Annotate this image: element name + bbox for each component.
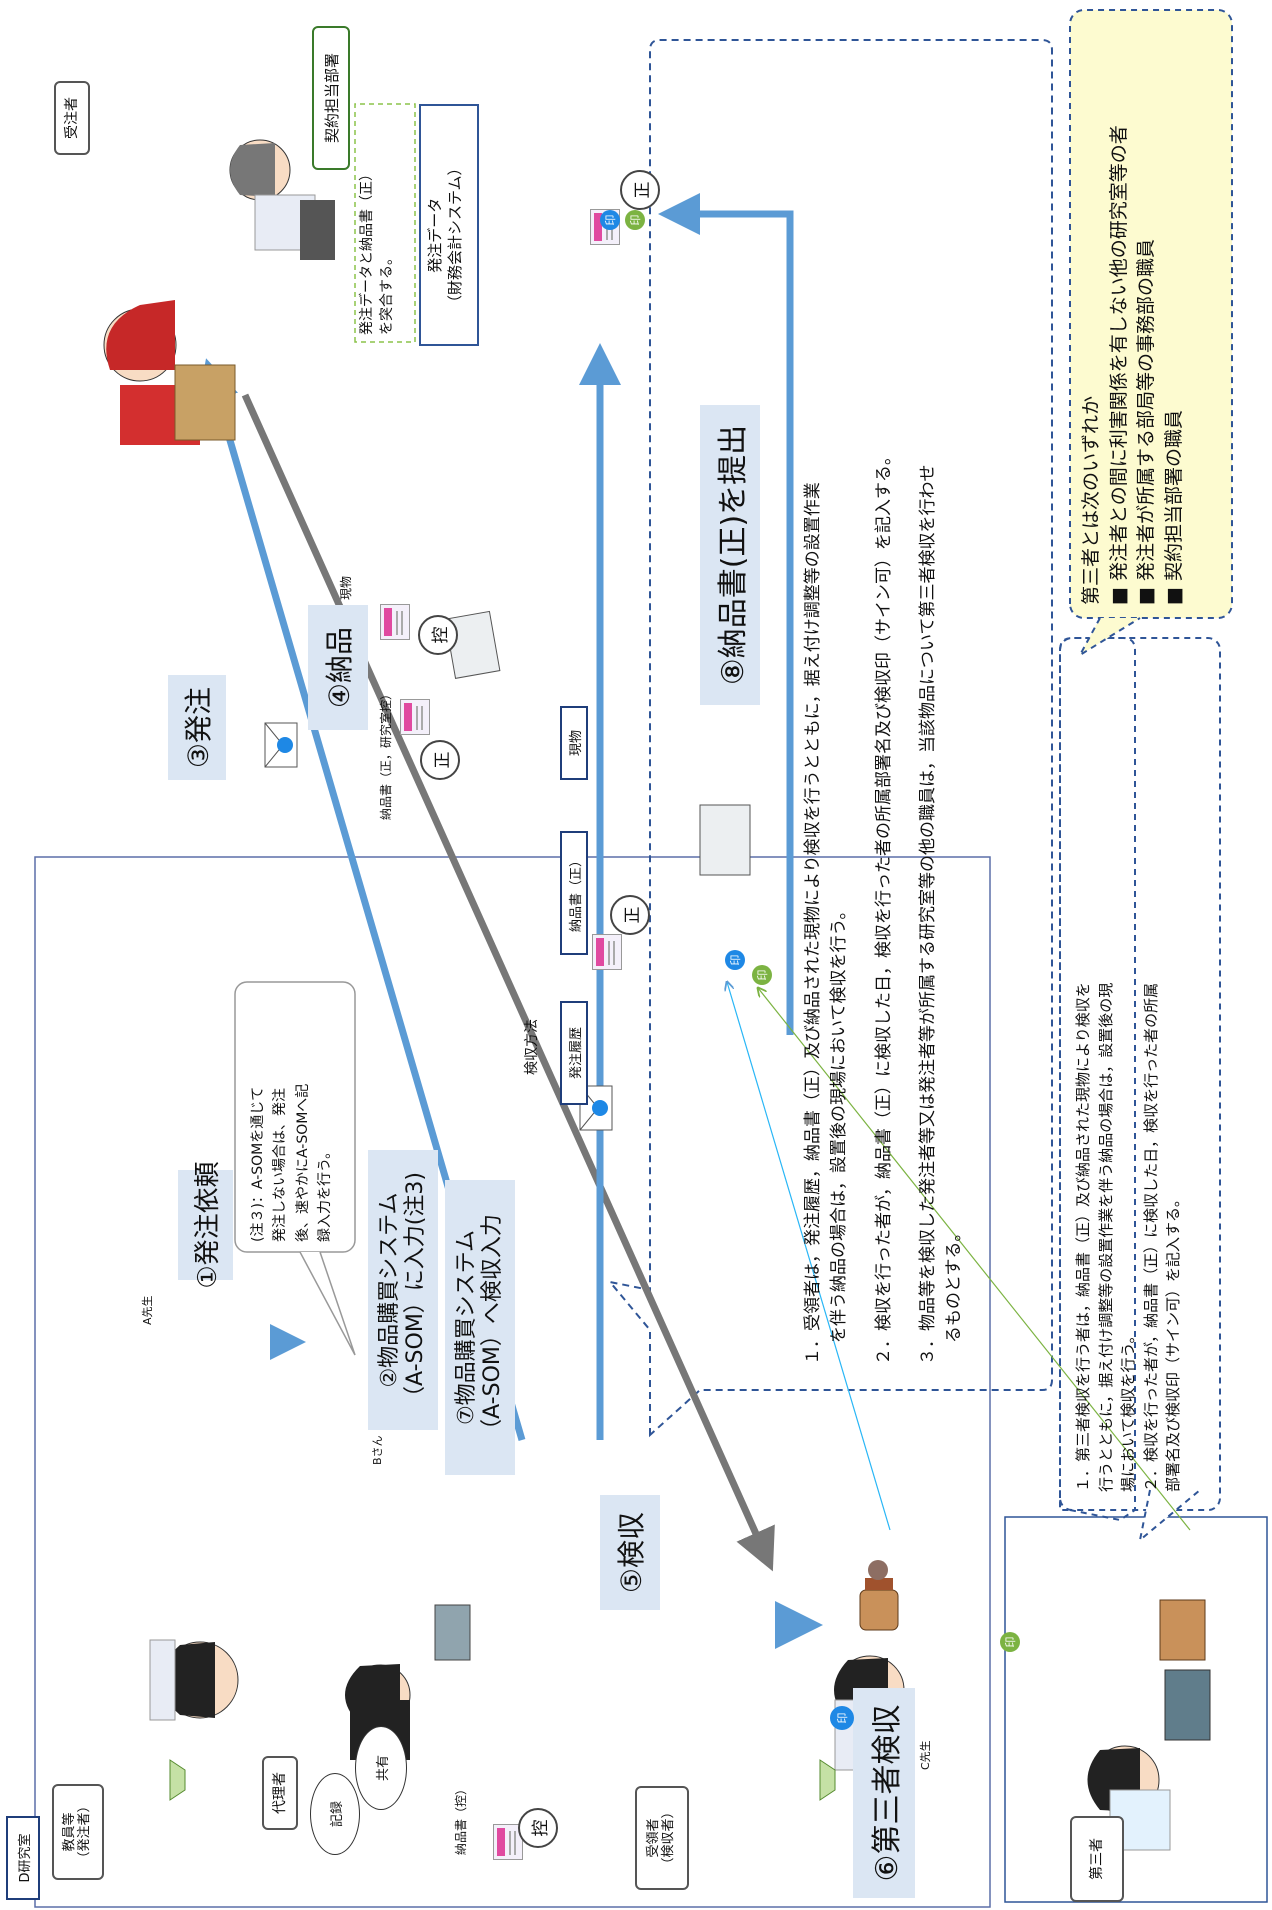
third-method-list: １．第三者検収を行う者は，納品書（正）及び納品された現物により検収を 行うととも… [1074,982,1182,1492]
seal-dot-green: 印 [752,965,772,985]
teacher-a-illustration [149,1639,239,1801]
reconcile-box [354,103,416,343]
third-method-frame [1059,637,1221,1511]
share-bubble: 共有 [355,1726,407,1810]
copy-note-label: 納品書（控） [454,1782,468,1855]
proxy-role-chip: 代理者 [262,1756,298,1830]
third-party-box [1004,1516,1268,1903]
original-stamp: 正 [420,740,460,780]
c-seal-dot: 印 [830,1706,854,1730]
inspection-original-stamp: 正 [610,895,650,935]
note3-text: (注３)：A-SOMを通じて 発注しない場合は、発注 後、速やかにA-SOMへ記… [250,1083,334,1242]
note3-frame [234,981,356,1253]
delivery-copy-doc [380,604,410,640]
seal-dot-blue: 印 [725,950,745,970]
step2-asom-entry: ②物品購買システム （A-SOM）に入力(注3) [368,1150,438,1430]
lab-title: D研究室 [6,1816,40,1900]
copy-stamp: 控 [518,1808,558,1848]
third-seal-dot: 印 [1000,1632,1020,1652]
contractor-illustration [103,300,236,445]
financial-system-box [419,104,479,346]
record-bubble: 記録 [310,1773,360,1855]
step5-inspection: ⑤検収 [600,1495,660,1610]
teacher-a-name: A先生 [141,1295,154,1325]
chip-delivery-original: 納品書（正） [560,831,588,955]
goods-label-top: 現物 [339,575,353,600]
inspection-title: 検収方法 [524,1019,540,1075]
contract-seal-green: 印 [625,210,645,230]
contract-original-stamp: 正 [620,170,660,210]
step6-third-party: ⑥第三者検収 [853,1688,915,1898]
delivery-docs-label: 納品書（正，研究室控） [379,687,393,820]
receiver-role-chip: 受領者 （検収者） [635,1786,689,1890]
contract-seal-blue: 印 [600,210,620,230]
third-def-list: 第三者とは次のいずれか ■ 発注者との間に利害関係を有しない他の研究室等の者 ■… [1080,125,1185,605]
third-party-illustration [1087,1599,1211,1851]
chip-goods: 現物 [560,706,588,780]
inspection-method-list: １．受領者は，発注履歴，納品書（正）及び納品された現物により検収を行うとともに，… [803,448,965,1365]
chip-order-history: 発注履歴 [560,1001,588,1105]
inspection-method-frame [607,39,1053,1438]
third-role-chip: 第三者 [1070,1816,1124,1902]
delivery-original-doc [400,699,430,735]
contractor-role-chip: 受注者 [54,81,90,155]
teacher-role-chip: 教員等 （発注者） [52,1784,104,1880]
submit-arrow [658,193,794,1035]
contract-dept-chip: 契約担当部署 [312,26,350,170]
third-def-frame [1069,9,1233,619]
lab-box [34,856,991,1908]
teacher-c-name: C先生 [919,1740,932,1770]
step1-order-request: ①発注依頼 [178,1161,233,1289]
step3-order: ③発注 [168,675,226,780]
delivery-arrow [241,393,775,1572]
contract-dept-illustration [229,139,335,260]
lab-copy-stamp: 控 [418,615,458,655]
inspection-note-doc [592,934,622,970]
financial-system-text: 発注データ （財務会計システム） [426,160,465,310]
reconcile-text: 発注データと納品書（正） を突合する。 [359,167,395,335]
step8-submit-note: ⑧納品書(正)を提出 [700,405,760,705]
step7-inspection-entry: ⑦物品購買システム （A-SOM）へ検収入力 [445,1180,515,1475]
step4-delivery: ④納品 [308,605,368,730]
